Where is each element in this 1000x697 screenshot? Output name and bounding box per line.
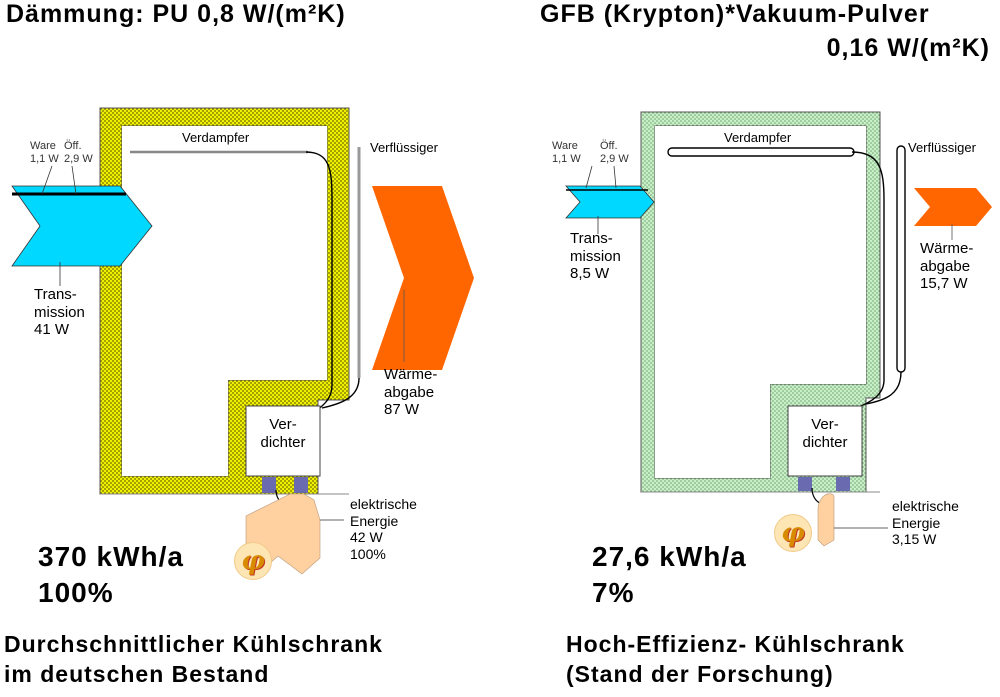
left-compressor-label: Ver- dichter: [260, 416, 306, 451]
right-transmission-label: Trans- mission 8,5 W: [570, 230, 621, 283]
left-oeff-label: Öff. 2,9 W: [64, 140, 93, 165]
right-caption: Hoch-Effizienz- Kühlschrank (Stand der F…: [566, 631, 905, 687]
left-transmission-arrow: [11, 185, 153, 267]
left-consumption: 370 kWh/a: [38, 541, 184, 572]
right-fridge: [565, 111, 992, 547]
left-caption: Durchschnittlicher Kühlschrank im deutsc…: [4, 631, 383, 687]
left-interior: [122, 126, 327, 380]
right-transmission-arrow: [565, 185, 655, 219]
right-logo-icon: φ: [774, 514, 812, 552]
right-heat-label: Wärme- abgabe 15,7 W: [920, 240, 974, 293]
right-evaporator-pipe: [851, 151, 885, 409]
right-energy-arrow: [817, 493, 835, 547]
left-condenser-label: Verflüssiger: [370, 140, 438, 155]
right-compressor-label: Ver- dichter: [802, 416, 848, 451]
left-evaporator-label: Verdampfer: [182, 130, 250, 145]
right-compressor: [787, 405, 863, 477]
right-heat-arrow: [914, 188, 992, 226]
left-compressor: [245, 405, 321, 477]
left-ware-label: Ware 1,1 W: [30, 140, 59, 165]
right-percent: 7%: [592, 577, 635, 608]
right-header-line2: 0,16 W/(m²K): [826, 34, 990, 62]
left-percent: 100%: [38, 577, 114, 608]
right-condenser-label: Verflüssiger: [908, 140, 976, 155]
right-ware-label: Ware 1,1 W: [552, 140, 581, 165]
right-condenser: [896, 145, 906, 373]
left-energy-label: elektrische Energie 42 W 100%: [350, 496, 417, 562]
left-logo-icon: φ: [234, 542, 272, 580]
left-fridge: [11, 107, 474, 575]
left-heat-arrow: [372, 186, 474, 370]
right-header-line1: GFB (Krypton)*Vakuum-Pulver: [540, 0, 930, 28]
left-transmission-label: Trans- mission 41 W: [34, 286, 85, 339]
right-evaporator-label: Verdampfer: [724, 130, 792, 145]
right-interior: [655, 126, 866, 384]
left-evaporator-pipe: [305, 151, 333, 413]
left-heat-label: Wärme- abgabe 87 W: [384, 366, 438, 419]
right-oeff-label: Öff. 2,9 W: [600, 140, 629, 165]
right-consumption: 27,6 kWh/a: [592, 541, 747, 572]
right-energy-label: elektrische Energie 3,15 W: [892, 498, 959, 548]
right-evaporator: [667, 147, 855, 157]
left-header: Dämmung: PU 0,8 W/(m²K): [6, 0, 346, 28]
